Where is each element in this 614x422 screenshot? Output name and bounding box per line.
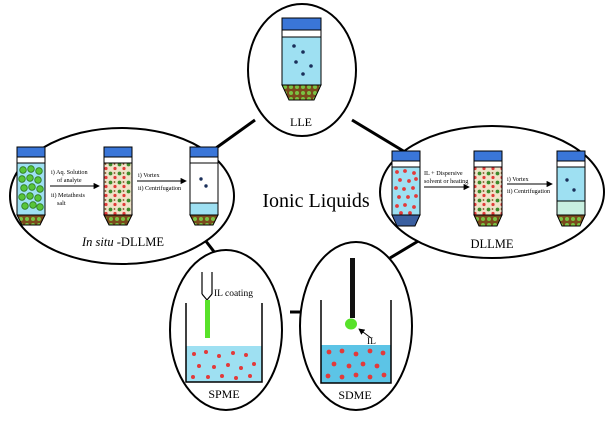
insitu-tube-3 xyxy=(189,146,219,226)
dllme-step1-line1: IL + Dispersive xyxy=(424,170,463,177)
insitu-step1a-line2: of analyte xyxy=(57,177,82,184)
insitu-step2-line2: ii) Centrifugation xyxy=(138,185,181,192)
spme-node: IL coating SPME xyxy=(169,249,283,411)
insitu-step1b-line2: salt xyxy=(57,200,66,207)
insitu-tube-2 xyxy=(103,146,133,226)
center-label: Ionic Liquids xyxy=(262,190,369,212)
dllme-tube-2 xyxy=(473,150,503,227)
lle-label: LLE xyxy=(290,115,312,129)
sdme-label: SDME xyxy=(338,388,371,402)
insitu-tube-1 xyxy=(16,146,46,226)
sdme-beaker xyxy=(320,300,392,384)
spme-fiber xyxy=(201,272,213,338)
dllme-step2-line1: i) Vortex xyxy=(507,176,530,183)
dllme-step2-line2: ii) Centrifugation xyxy=(507,188,550,195)
dllme-label: DLLME xyxy=(470,237,513,251)
dllme-tube-1 xyxy=(391,150,421,227)
spme-label: SPME xyxy=(208,387,239,401)
lle-node: LLE xyxy=(247,3,357,137)
dllme-step1-line2: solvent or heating xyxy=(424,178,468,185)
sdme-il-drop xyxy=(345,318,357,330)
spme-coating-label: IL coating xyxy=(214,289,253,299)
insitu-label: In situ -DLLME xyxy=(81,235,164,249)
insitu-step1b-line1: ii) Metathesis xyxy=(51,192,85,199)
insitu-dllme-node: i) Aq. Solution of analyte ii) Metathesi… xyxy=(9,127,235,265)
insitu-step1a-line1: i) Aq. Solution xyxy=(51,169,88,176)
sdme-drop-arrow xyxy=(358,328,372,339)
connector-lle-insitu xyxy=(215,118,256,150)
dllme-node: IL + Dispersive solvent or heating i) Vo… xyxy=(379,125,605,259)
connector-dllme-sdme xyxy=(389,238,421,260)
sdme-node: IL SDME xyxy=(299,241,413,411)
dllme-tube-3 xyxy=(556,150,586,227)
insitu-step2-line1: i) Vortex xyxy=(138,172,161,179)
spme-beaker xyxy=(185,303,263,383)
sdme-drop-label: IL xyxy=(367,337,376,347)
sdme-needle xyxy=(350,258,355,318)
connector-lle-dllme xyxy=(351,118,406,154)
lle-tube xyxy=(281,17,322,101)
